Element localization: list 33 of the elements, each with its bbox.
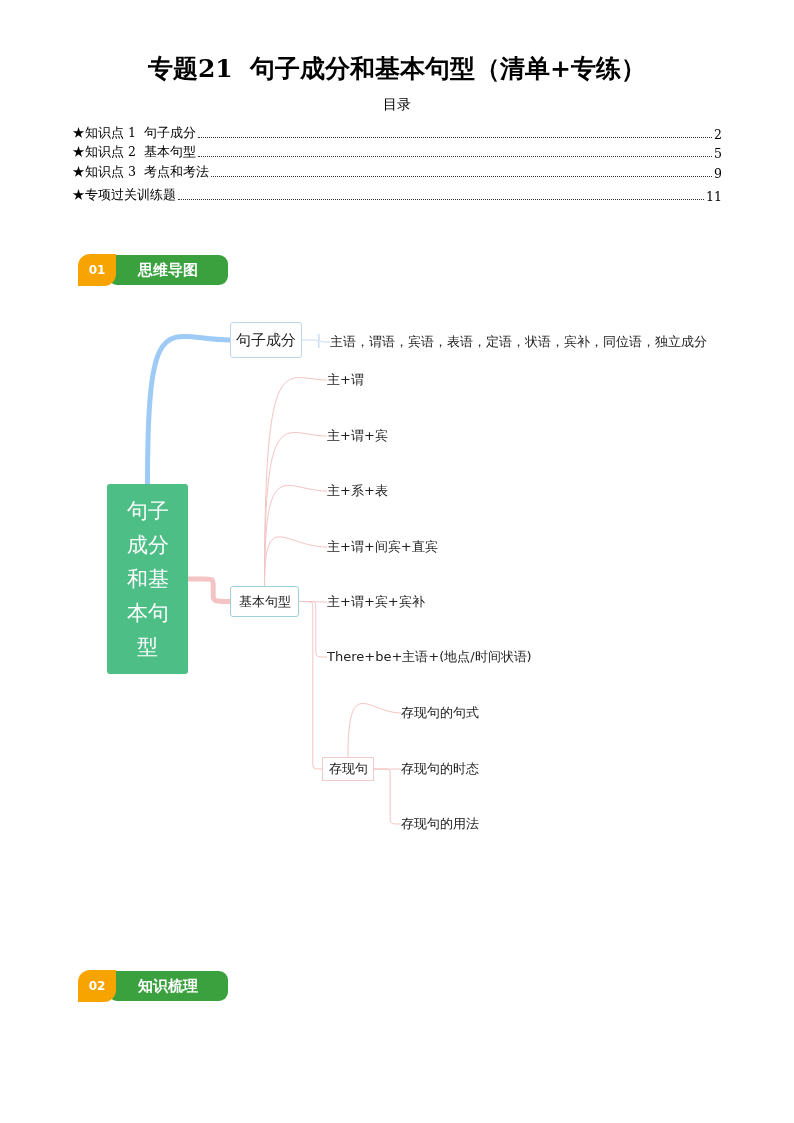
toc-entry: ★知识点 2 基本句型 <box>72 144 196 161</box>
topic-box: 基本句型 <box>230 586 299 617</box>
topic-text: 存现句的时态 <box>401 759 479 779</box>
page-number: 2 <box>714 127 722 142</box>
page-number: 11 <box>706 189 722 204</box>
page-number: 5 <box>714 146 722 161</box>
section-number: 02 <box>78 970 116 1002</box>
connector-line <box>145 334 231 485</box>
topic-text: 存现句的用法 <box>401 814 479 834</box>
topic-box: 句子成分 <box>230 322 302 358</box>
topic-text: 主+谓 <box>327 370 364 390</box>
topic-text: 存现句的句式 <box>401 703 479 723</box>
page-number: 9 <box>714 166 722 181</box>
connector-line <box>347 703 402 758</box>
topic-text: There+be+主语+(地点/时间状语) <box>327 647 532 667</box>
toc-heading: 目录 <box>382 96 412 114</box>
topic-text: 主语，谓语，宾语，表语，定语，状语，宾补，同位语，独立成分 <box>330 332 707 352</box>
topic-text: 主+谓+宾+宾补 <box>327 592 425 612</box>
topic-text: 主+系+表 <box>327 481 388 501</box>
connector-line <box>298 601 323 770</box>
toc-entry: ★专项过关训练题 <box>72 187 176 204</box>
connector-line <box>264 536 328 587</box>
central-topic-box: 句子成分和基本句型 <box>107 484 188 674</box>
toc-entry: ★知识点 1 句子成分 <box>72 125 196 142</box>
subtopic-box: 存现句 <box>322 757 374 781</box>
topic-text: 主+谓+宾 <box>327 426 388 446</box>
page-title: 专题21 句子成分和基本句型（清单+专练） <box>146 53 648 85</box>
connector-line <box>373 768 402 825</box>
section-number: 01 <box>78 254 116 286</box>
connector-line <box>301 333 331 349</box>
topic-text: 主+谓+间宾+直宾 <box>327 537 438 557</box>
toc-entry: ★知识点 3 考点和考法 <box>72 164 209 181</box>
connector-line <box>188 576 230 604</box>
